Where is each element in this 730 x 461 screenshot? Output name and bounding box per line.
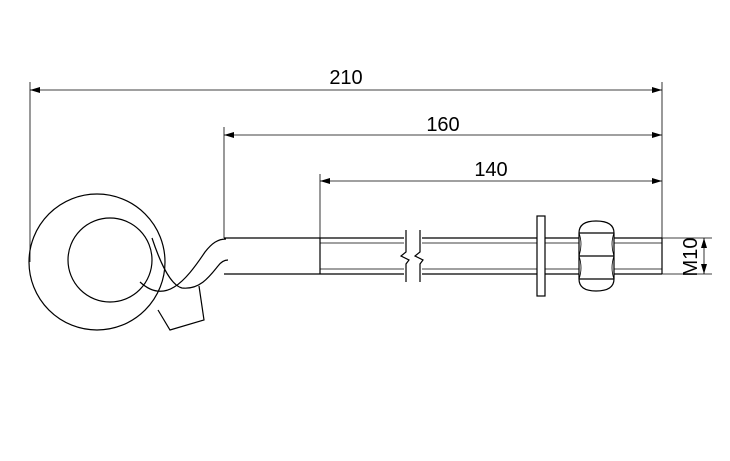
shank-length-label: 160 [426, 114, 459, 136]
dimension-thread-size: M10 [662, 238, 712, 277]
bolt-shank [224, 237, 663, 275]
thread-lines [319, 238, 662, 274]
hex-nut [578, 220, 615, 292]
thread-length-label: 140 [474, 159, 507, 181]
thread-size-label: M10 [680, 238, 702, 277]
break-symbol [399, 230, 424, 282]
washer [536, 215, 546, 297]
dimension-thread: 140 [319, 159, 662, 238]
eye-neck [139, 237, 229, 331]
dimension-overall: 210 [29, 67, 663, 262]
overall-length-label: 210 [329, 67, 362, 89]
dimension-shank: 160 [223, 114, 662, 238]
eye-ring [28, 193, 166, 331]
